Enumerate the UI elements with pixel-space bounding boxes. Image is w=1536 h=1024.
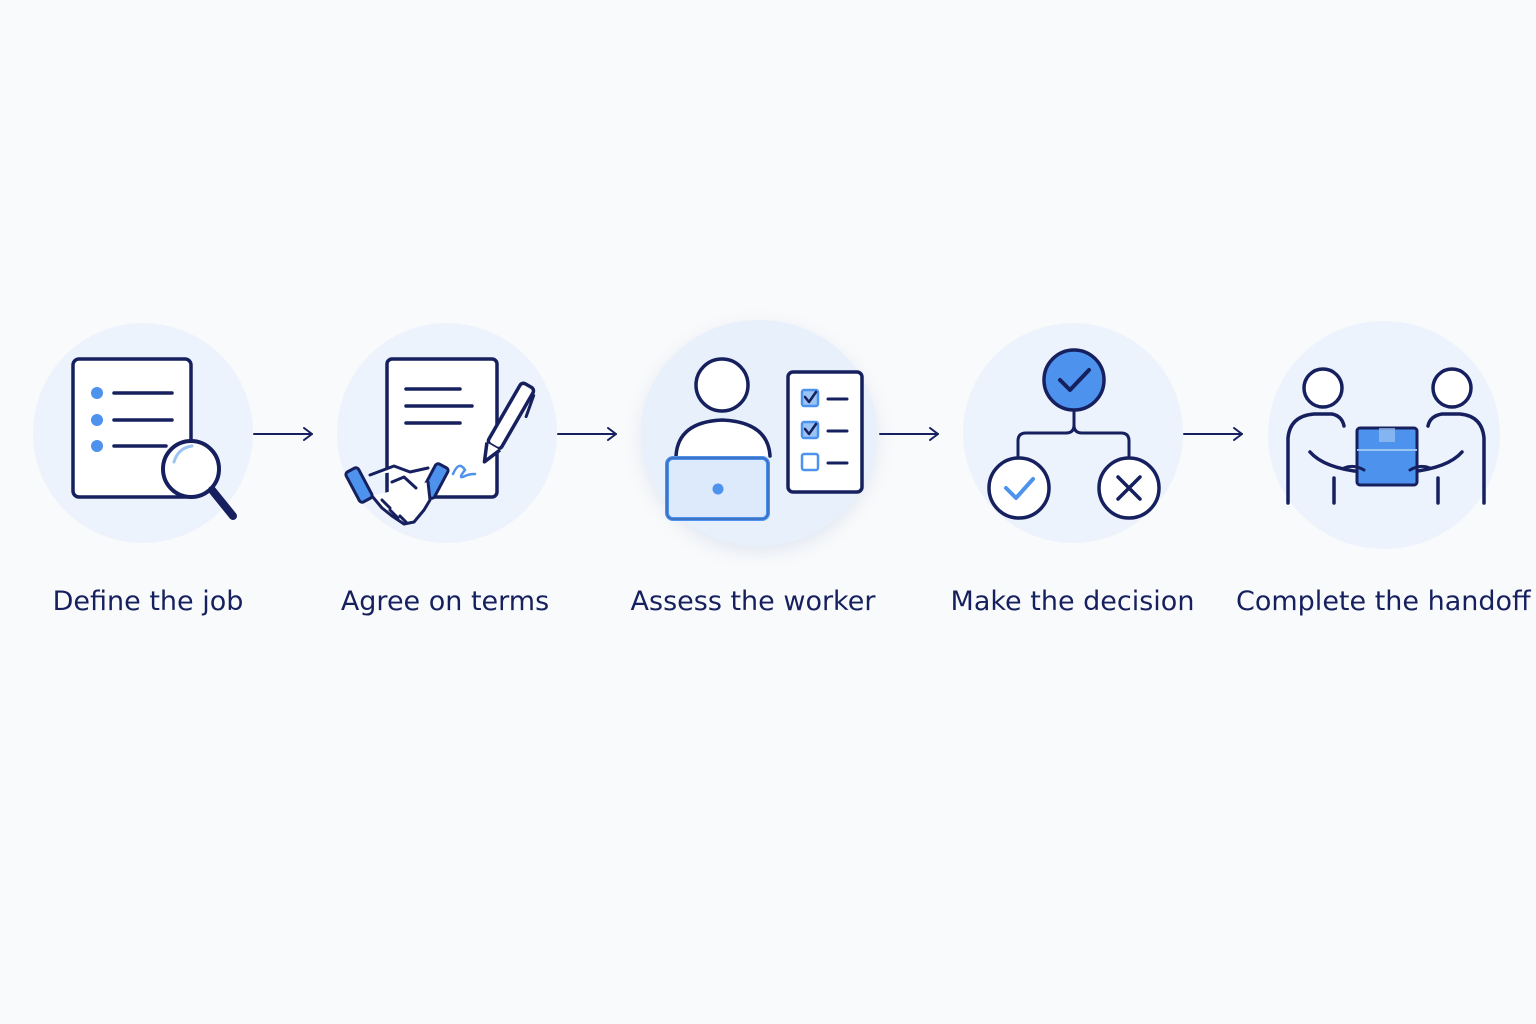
step-2-label: Agree on terms bbox=[340, 586, 550, 617]
document-search-icon bbox=[71, 357, 237, 520]
arrow-right-icon bbox=[1183, 427, 1243, 441]
arrow-right-icon bbox=[253, 427, 313, 441]
worker-laptop-checklist-icon bbox=[665, 357, 864, 521]
step-4-label: Make the decision bbox=[950, 586, 1195, 617]
arrow-right-icon bbox=[557, 427, 617, 441]
handshake-contract-icon bbox=[344, 357, 536, 526]
step-3-label: Assess the worker bbox=[630, 586, 876, 617]
step-1-label: Define the job bbox=[52, 586, 244, 617]
decision-branch-icon bbox=[987, 348, 1161, 520]
package-handoff-icon bbox=[1286, 367, 1486, 505]
step-5-label: Complete the handoff bbox=[1236, 586, 1531, 617]
arrow-right-icon bbox=[879, 427, 939, 441]
